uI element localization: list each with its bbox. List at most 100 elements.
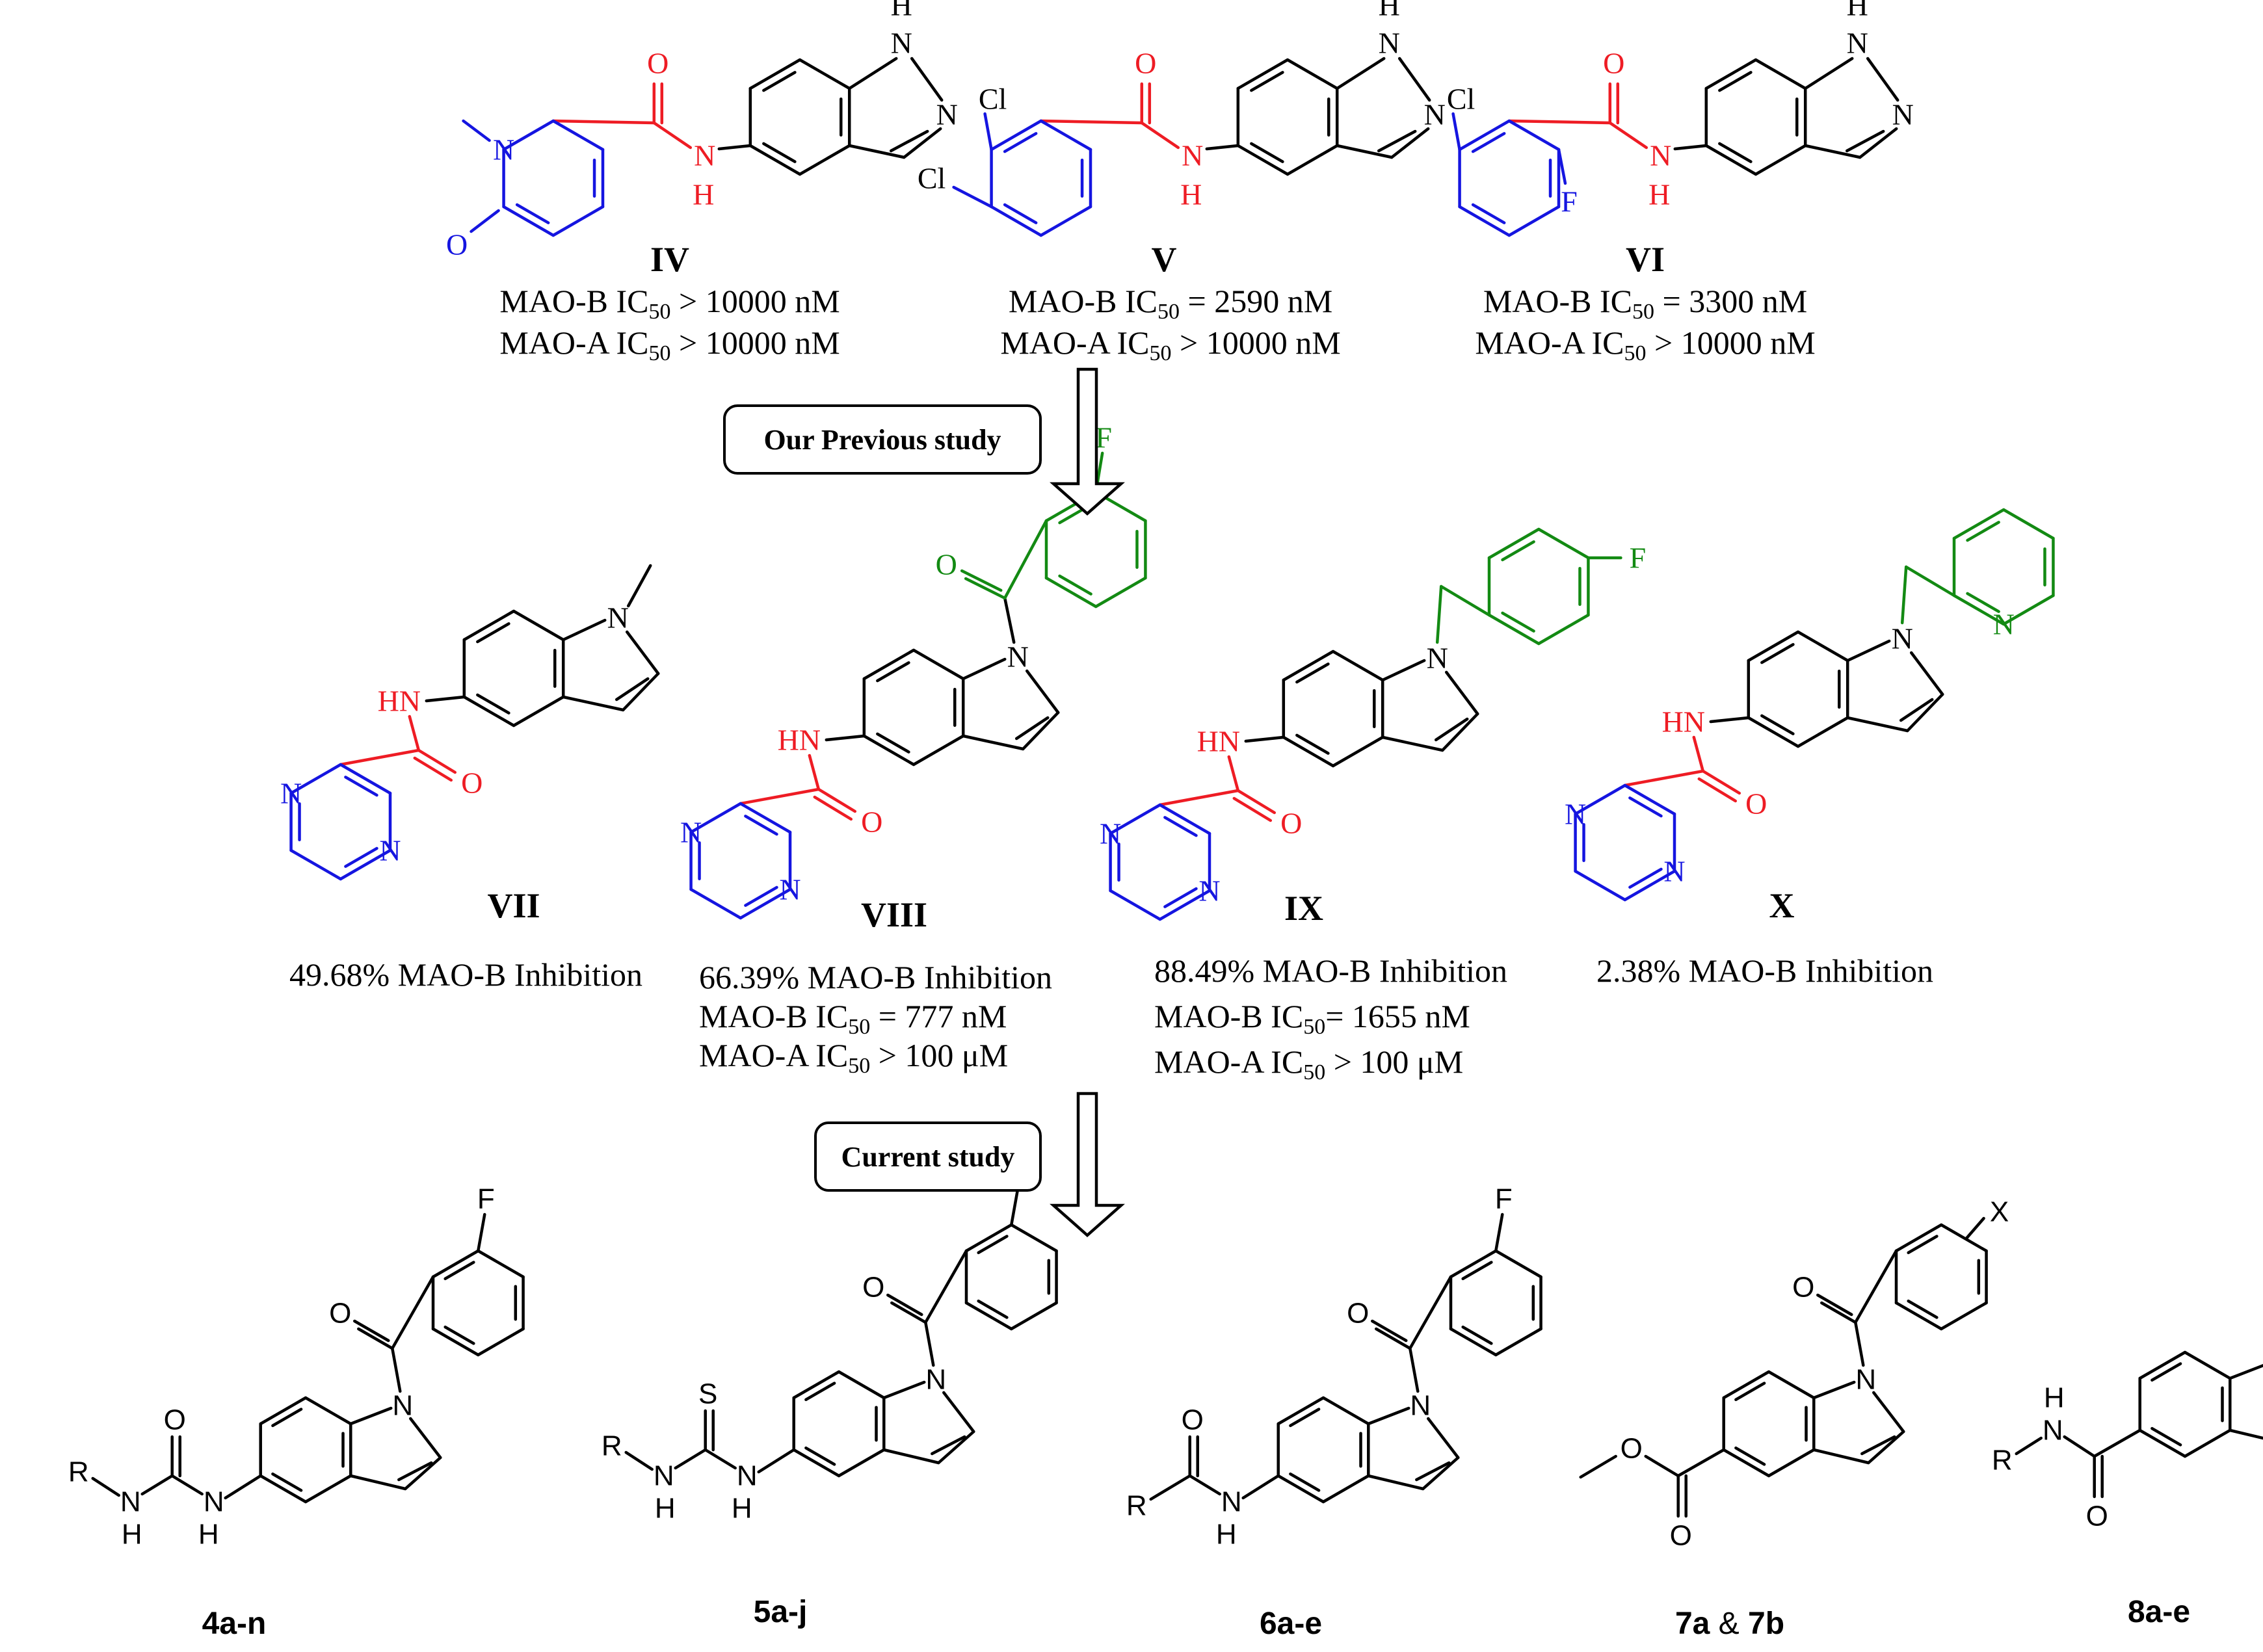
ic50-caption-VIII-2: MAO-A IC50 > 100 μM	[699, 1037, 1009, 1078]
atom-H: H	[122, 1519, 142, 1551]
bond-130	[1014, 716, 1050, 741]
bond-302	[704, 1448, 737, 1470]
bond-286	[882, 1448, 940, 1465]
bond-26	[551, 119, 605, 151]
bond-13	[847, 144, 906, 159]
bond-176	[1236, 789, 1277, 815]
bond-244	[271, 1472, 303, 1492]
bond-254	[357, 1327, 394, 1350]
bond-170	[1444, 670, 1479, 716]
bond-82	[1471, 203, 1506, 224]
bond-362	[1907, 1299, 1939, 1319]
atom-N: N	[204, 1486, 224, 1518]
bond-185	[1109, 803, 1162, 835]
bond-378	[2151, 1426, 2182, 1447]
bond-layer	[91, 57, 2263, 1518]
atom-O: O	[1182, 1404, 1204, 1436]
bond-51	[990, 205, 1043, 237]
atom-N: N	[1182, 139, 1203, 172]
bond-21	[551, 205, 605, 237]
bond-27	[462, 119, 491, 142]
atom-N: N	[607, 601, 629, 635]
bond-237	[1966, 521, 2000, 542]
bond-0	[798, 58, 851, 90]
ic50-caption-IV-2: MAO-A IC50 > 10000 nM	[499, 324, 840, 365]
bond-14	[717, 144, 752, 151]
compound-label-IV: IV	[650, 240, 690, 279]
atom-N: N	[1892, 98, 1914, 131]
bond-373	[2183, 1350, 2232, 1380]
bond-139	[744, 885, 778, 907]
bond-147	[964, 577, 1007, 600]
atom-F: F	[1095, 421, 1112, 454]
previous-study-label: Our Previous study	[763, 423, 1001, 456]
bond-107	[339, 748, 421, 767]
bond-207	[1747, 630, 1800, 662]
atom-N: N	[654, 1460, 674, 1492]
bond-234	[1966, 592, 2000, 613]
bond-7	[748, 58, 802, 90]
atom-H: H	[1379, 0, 1400, 22]
ic50-caption-IX-2: MAO-A IC50 > 100 μM	[1154, 1043, 1464, 1084]
bond-345	[1734, 1446, 1766, 1466]
bond-284	[937, 1430, 975, 1465]
bond-273	[837, 1370, 886, 1400]
bond-328	[1449, 1327, 1498, 1357]
bond-64	[1718, 142, 1753, 163]
atom-H: H	[198, 1519, 219, 1551]
bond-56	[1039, 119, 1092, 151]
ic50-caption-V-2: MAO-A IC50 > 10000 nM	[1000, 324, 1341, 365]
bond-209	[1846, 639, 1891, 662]
bond-357	[1854, 1249, 1898, 1324]
bond-350	[1872, 1391, 1905, 1434]
bond-246	[259, 1396, 308, 1426]
bond-198	[1537, 527, 1590, 560]
bond-54	[990, 119, 1043, 151]
bond-117	[626, 564, 652, 608]
bond-193	[1487, 613, 1541, 646]
bond-364	[1894, 1223, 1943, 1253]
bond-220	[1623, 869, 1676, 902]
bond-52	[1003, 203, 1038, 224]
bond-106	[413, 756, 453, 782]
bond-233	[1952, 594, 2005, 626]
bond-111	[289, 848, 343, 881]
ic50-caption-V-1: MAO-B IC50 = 2590 nM	[1008, 283, 1333, 324]
bond-343	[1767, 1448, 1816, 1478]
bond-248	[349, 1406, 393, 1426]
bond-128	[1025, 669, 1060, 715]
bond-252	[349, 1474, 407, 1491]
bond-44	[1140, 121, 1180, 150]
bond-118	[912, 648, 965, 681]
atom-O: O	[861, 806, 882, 839]
bond-294	[964, 1301, 1013, 1331]
bond-15	[652, 121, 693, 150]
bond-290	[924, 1249, 968, 1324]
current-study-box: Current study	[814, 1121, 1042, 1192]
bond-73	[1673, 144, 1708, 151]
atom-N: N	[680, 816, 702, 849]
bond-47	[1039, 119, 1144, 125]
bond-41	[1377, 129, 1417, 153]
bond-81	[1458, 205, 1511, 237]
bond-333	[1494, 1249, 1542, 1279]
atom-O: O	[647, 47, 668, 80]
atom-R: R	[1992, 1445, 2013, 1476]
compound-label-VIII: VIII	[860, 895, 928, 934]
bond-283	[942, 1391, 975, 1434]
bond-301	[757, 1448, 795, 1474]
compound-label-X: X	[1769, 886, 1795, 925]
bond-72	[1803, 144, 1862, 159]
atom-H: H	[2044, 1382, 2065, 1414]
bond-268	[170, 1474, 204, 1496]
bond-212	[1899, 698, 1934, 722]
inhibition-caption-X: 2.38% MAO-B Inhibition	[1596, 952, 1934, 989]
bond-271	[140, 1474, 174, 1496]
bond-253	[391, 1346, 402, 1393]
bond-282	[882, 1380, 926, 1400]
bond-110	[344, 846, 378, 868]
bond-285	[931, 1435, 966, 1456]
atom-O: O	[1135, 47, 1156, 80]
bond-251	[397, 1461, 433, 1482]
bond-103	[425, 695, 466, 703]
